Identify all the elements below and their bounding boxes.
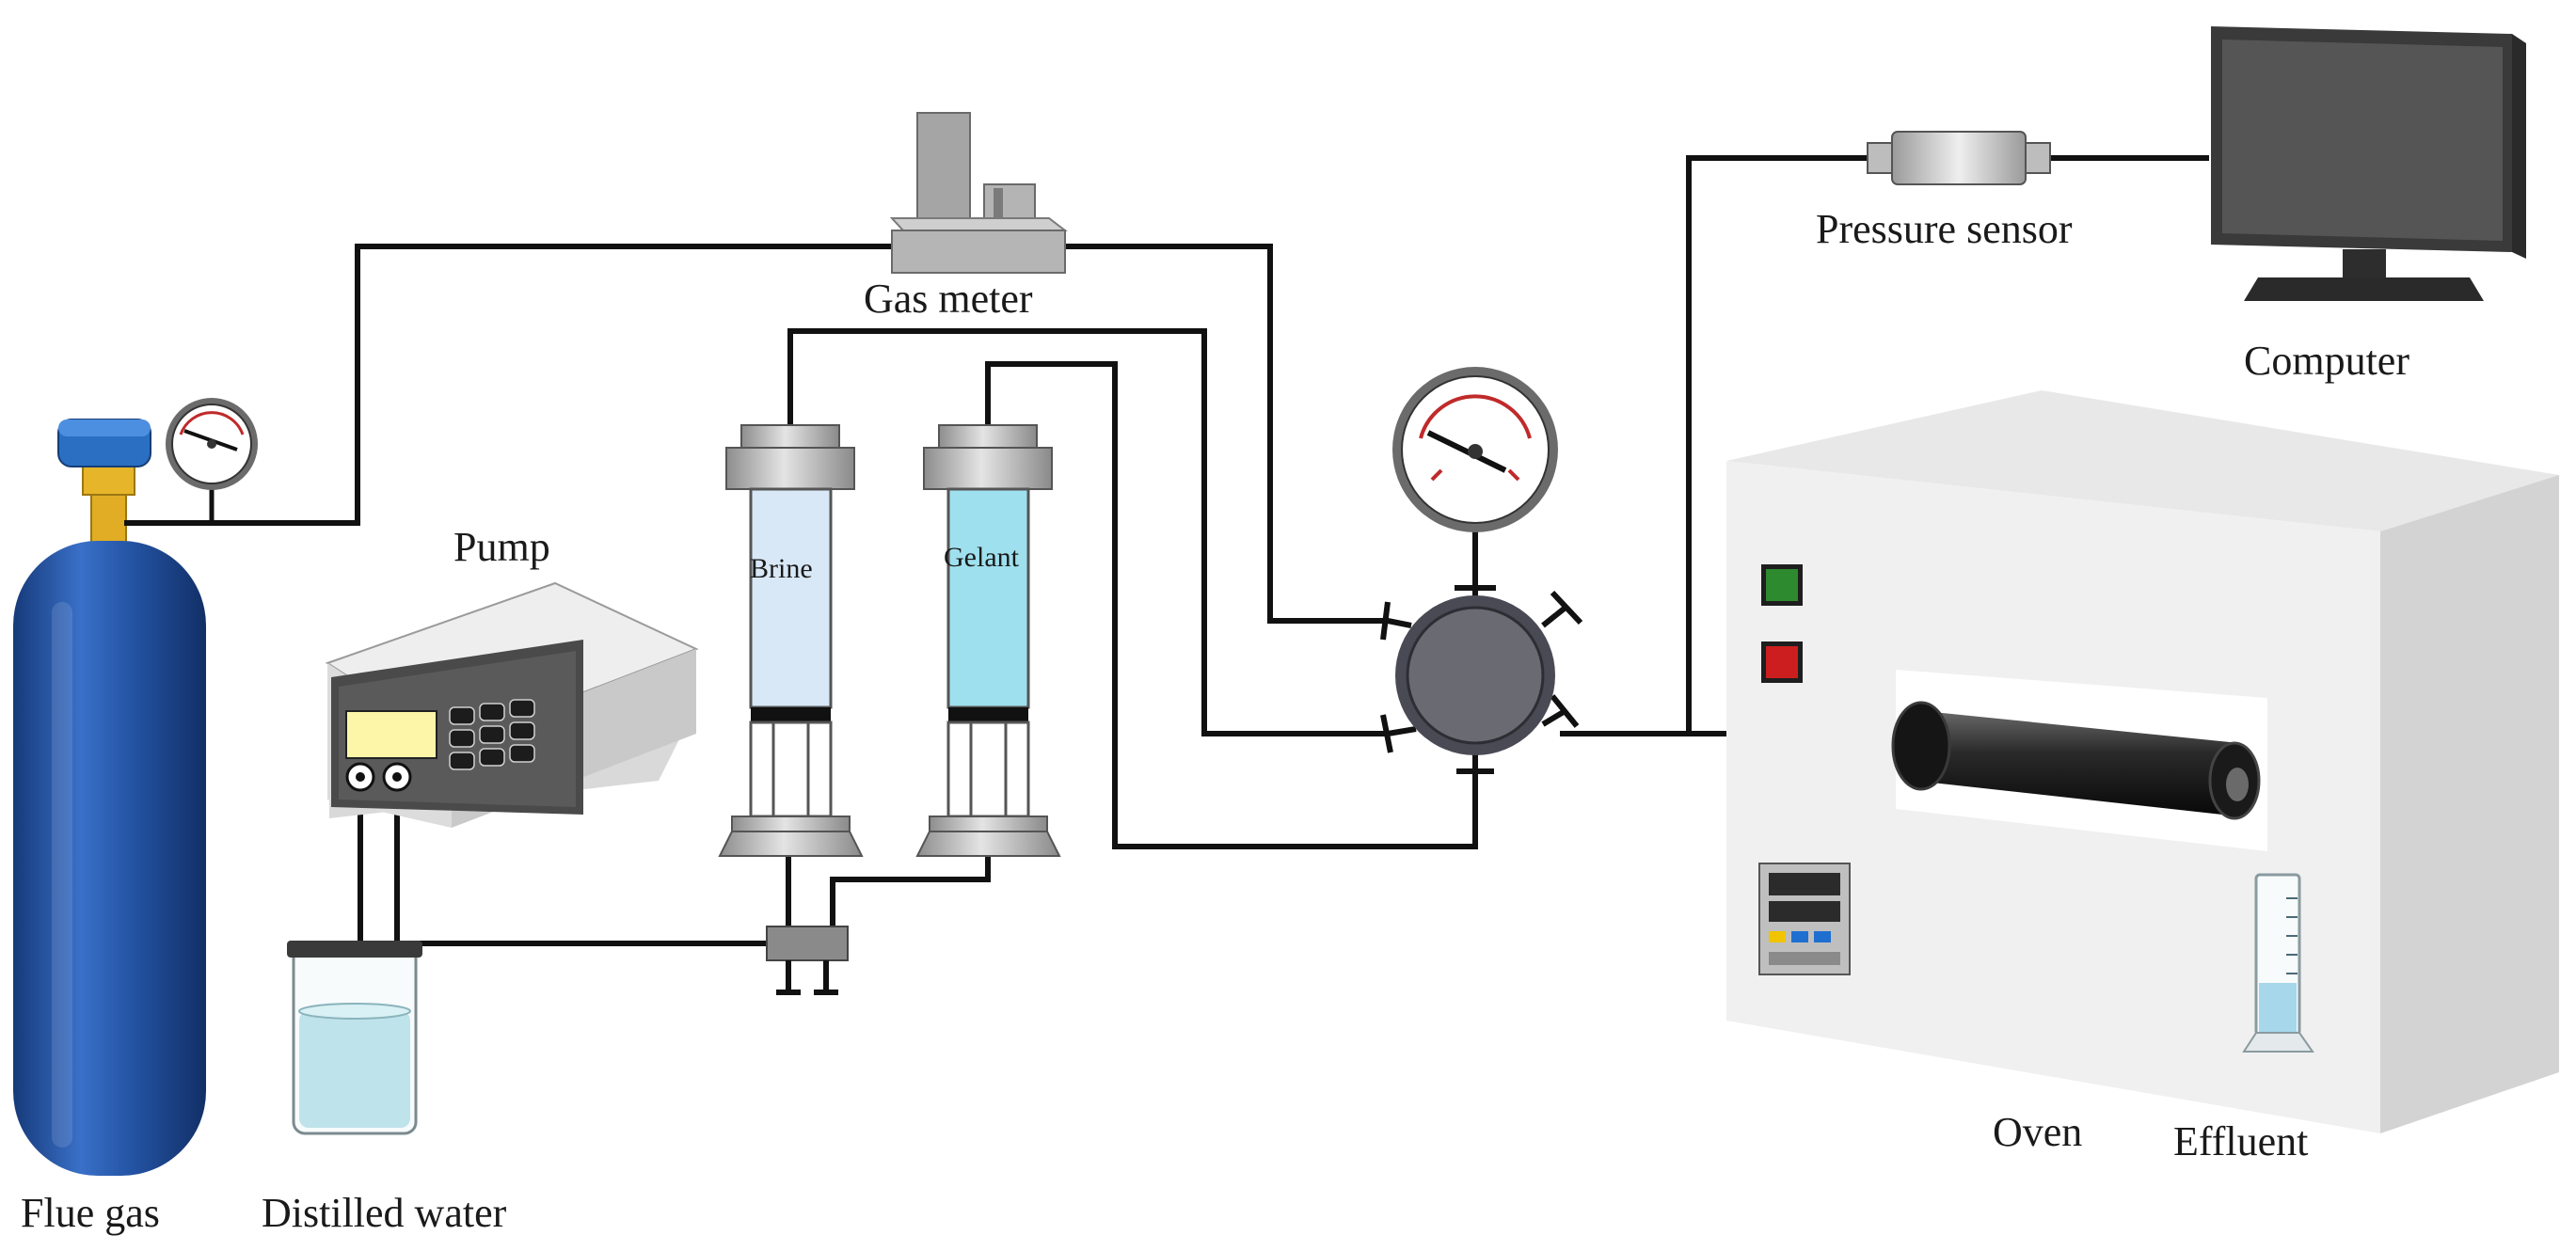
pressure-sensor [1867,131,2051,185]
pipe-gas-supply [124,244,898,526]
pressure-sensor-label: Pressure sensor [1816,206,2073,252]
effluent-measuring-cylinder [2242,873,2314,1053]
core-holder [1891,701,2261,820]
pipe-manifold-to-gelant [830,851,991,926]
oven-start-button[interactable] [1761,564,1803,606]
inlet-manifold [766,926,849,995]
computer [2211,26,2526,301]
pipe-to-pressure-sensor [1686,155,1868,734]
valve-pressure-gauge [1392,367,1558,532]
six-way-valve [1380,527,1583,783]
brine-piston-cylinder [718,424,864,857]
flue-gas-label: Flue gas [21,1190,160,1236]
distilled-water-beaker [287,941,422,1135]
flue-gas-cylinder [13,419,206,1176]
effluent-label: Effluent [2173,1118,2309,1164]
oven [1726,390,2559,1133]
distilled-water-label: Distilled water [262,1190,507,1236]
gas-meter [889,112,1068,274]
oven-label: Oven [1993,1109,2083,1155]
pump-label: Pump [453,524,550,570]
cylinder-pressure-gauge [166,398,258,523]
pump [325,581,699,828]
brine-label: Brine [750,553,813,584]
pipe-gelant-to-valve [985,361,1478,849]
gas-meter-label: Gas meter [864,276,1033,322]
temperature-controller [1758,863,1851,975]
oven-stop-button[interactable] [1761,641,1803,683]
pipe-brine-to-valve [787,328,1388,736]
pump-keypad [449,699,535,770]
gelant-piston-cylinder [915,424,1061,857]
computer-label: Computer [2244,338,2409,384]
gelant-label: Gelant [944,542,1019,573]
pipe-gas-meter-to-valve [1063,244,1388,624]
